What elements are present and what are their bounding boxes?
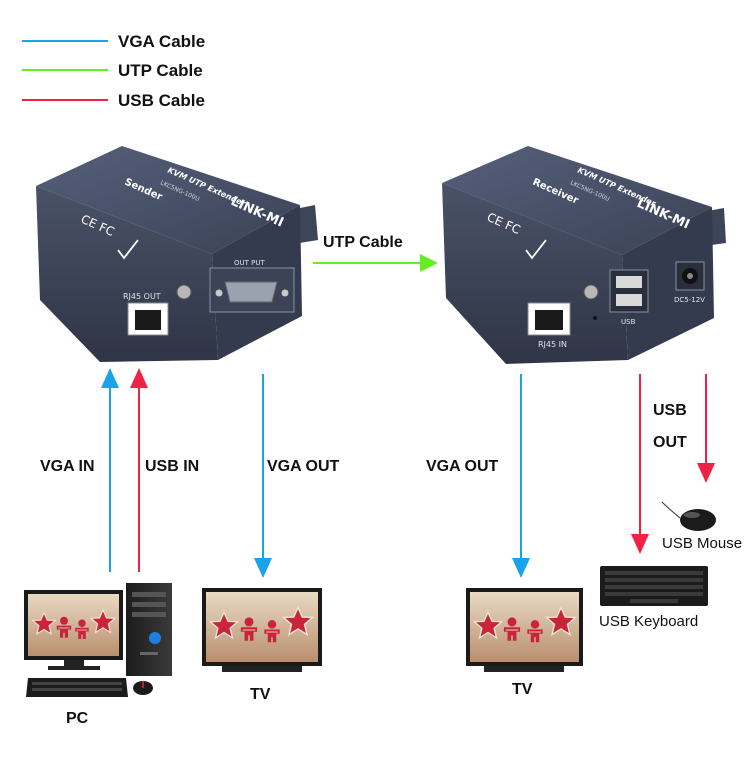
sender-rj45-label: RJ45 OUT xyxy=(123,292,161,301)
usb-out-label-line1: USB xyxy=(653,402,687,419)
usb-out-mouse-arrow xyxy=(697,374,715,483)
usb-mouse-label: USB Mouse xyxy=(662,535,743,552)
tv-right xyxy=(466,588,583,672)
utp-cable-label: UTP Cable xyxy=(323,234,403,251)
sender-device: CE FC LINK-MI KVM UTP Extender LKC5NG-10… xyxy=(36,146,318,362)
utp-cable-arrow xyxy=(313,254,438,272)
legend-vga-label: VGA Cable xyxy=(118,32,206,51)
tv-right-label: TV xyxy=(512,681,533,698)
receiver-usb-port-label: USB xyxy=(621,318,636,326)
tv-left-label: TV xyxy=(250,686,271,703)
vga-out-receiver-arrow xyxy=(512,374,530,578)
pc-tower xyxy=(126,583,172,676)
svg-text:OUT PUT: OUT PUT xyxy=(234,259,265,267)
vga-out-receiver-label: VGA OUT xyxy=(426,458,499,475)
vga-in-label: VGA IN xyxy=(40,458,95,475)
receiver-dc-label: DC5-12V xyxy=(674,296,705,304)
svg-text:DC5-12V: DC5-12V xyxy=(674,296,705,304)
sender-vga-port-label: OUT PUT xyxy=(234,259,265,267)
legend-utp-label: UTP Cable xyxy=(118,61,203,80)
receiver-rj45-label: RJ45 IN xyxy=(538,340,567,349)
vga-out-sender-label: VGA OUT xyxy=(267,458,340,475)
vga-in-arrow xyxy=(101,368,119,572)
usb-mouse-icon xyxy=(661,501,716,531)
pc-keyboard xyxy=(26,678,128,697)
receiver-device: CE FC LINK-MI KVM UTP Extender LKC5NG-10… xyxy=(442,146,726,364)
legend-usb-label: USB Cable xyxy=(118,91,205,110)
usb-in-label: USB IN xyxy=(145,458,200,475)
usb-keyboard-icon xyxy=(600,566,708,606)
pc-mouse-icon xyxy=(133,681,153,695)
svg-text:USB: USB xyxy=(621,318,636,326)
svg-text:RJ45 OUT: RJ45 OUT xyxy=(123,292,161,301)
tv-left xyxy=(202,588,322,672)
usb-keyboard-label: USB Keyboard xyxy=(599,613,699,630)
pc-label: PC xyxy=(66,710,89,727)
pc-monitor xyxy=(24,590,123,670)
vga-out-sender-arrow xyxy=(254,374,272,578)
usb-out-keyboard-arrow xyxy=(631,374,649,554)
svg-text:RJ45 IN: RJ45 IN xyxy=(538,340,567,349)
usb-out-label-line2: OUT xyxy=(653,434,687,451)
usb-in-arrow xyxy=(130,368,148,572)
